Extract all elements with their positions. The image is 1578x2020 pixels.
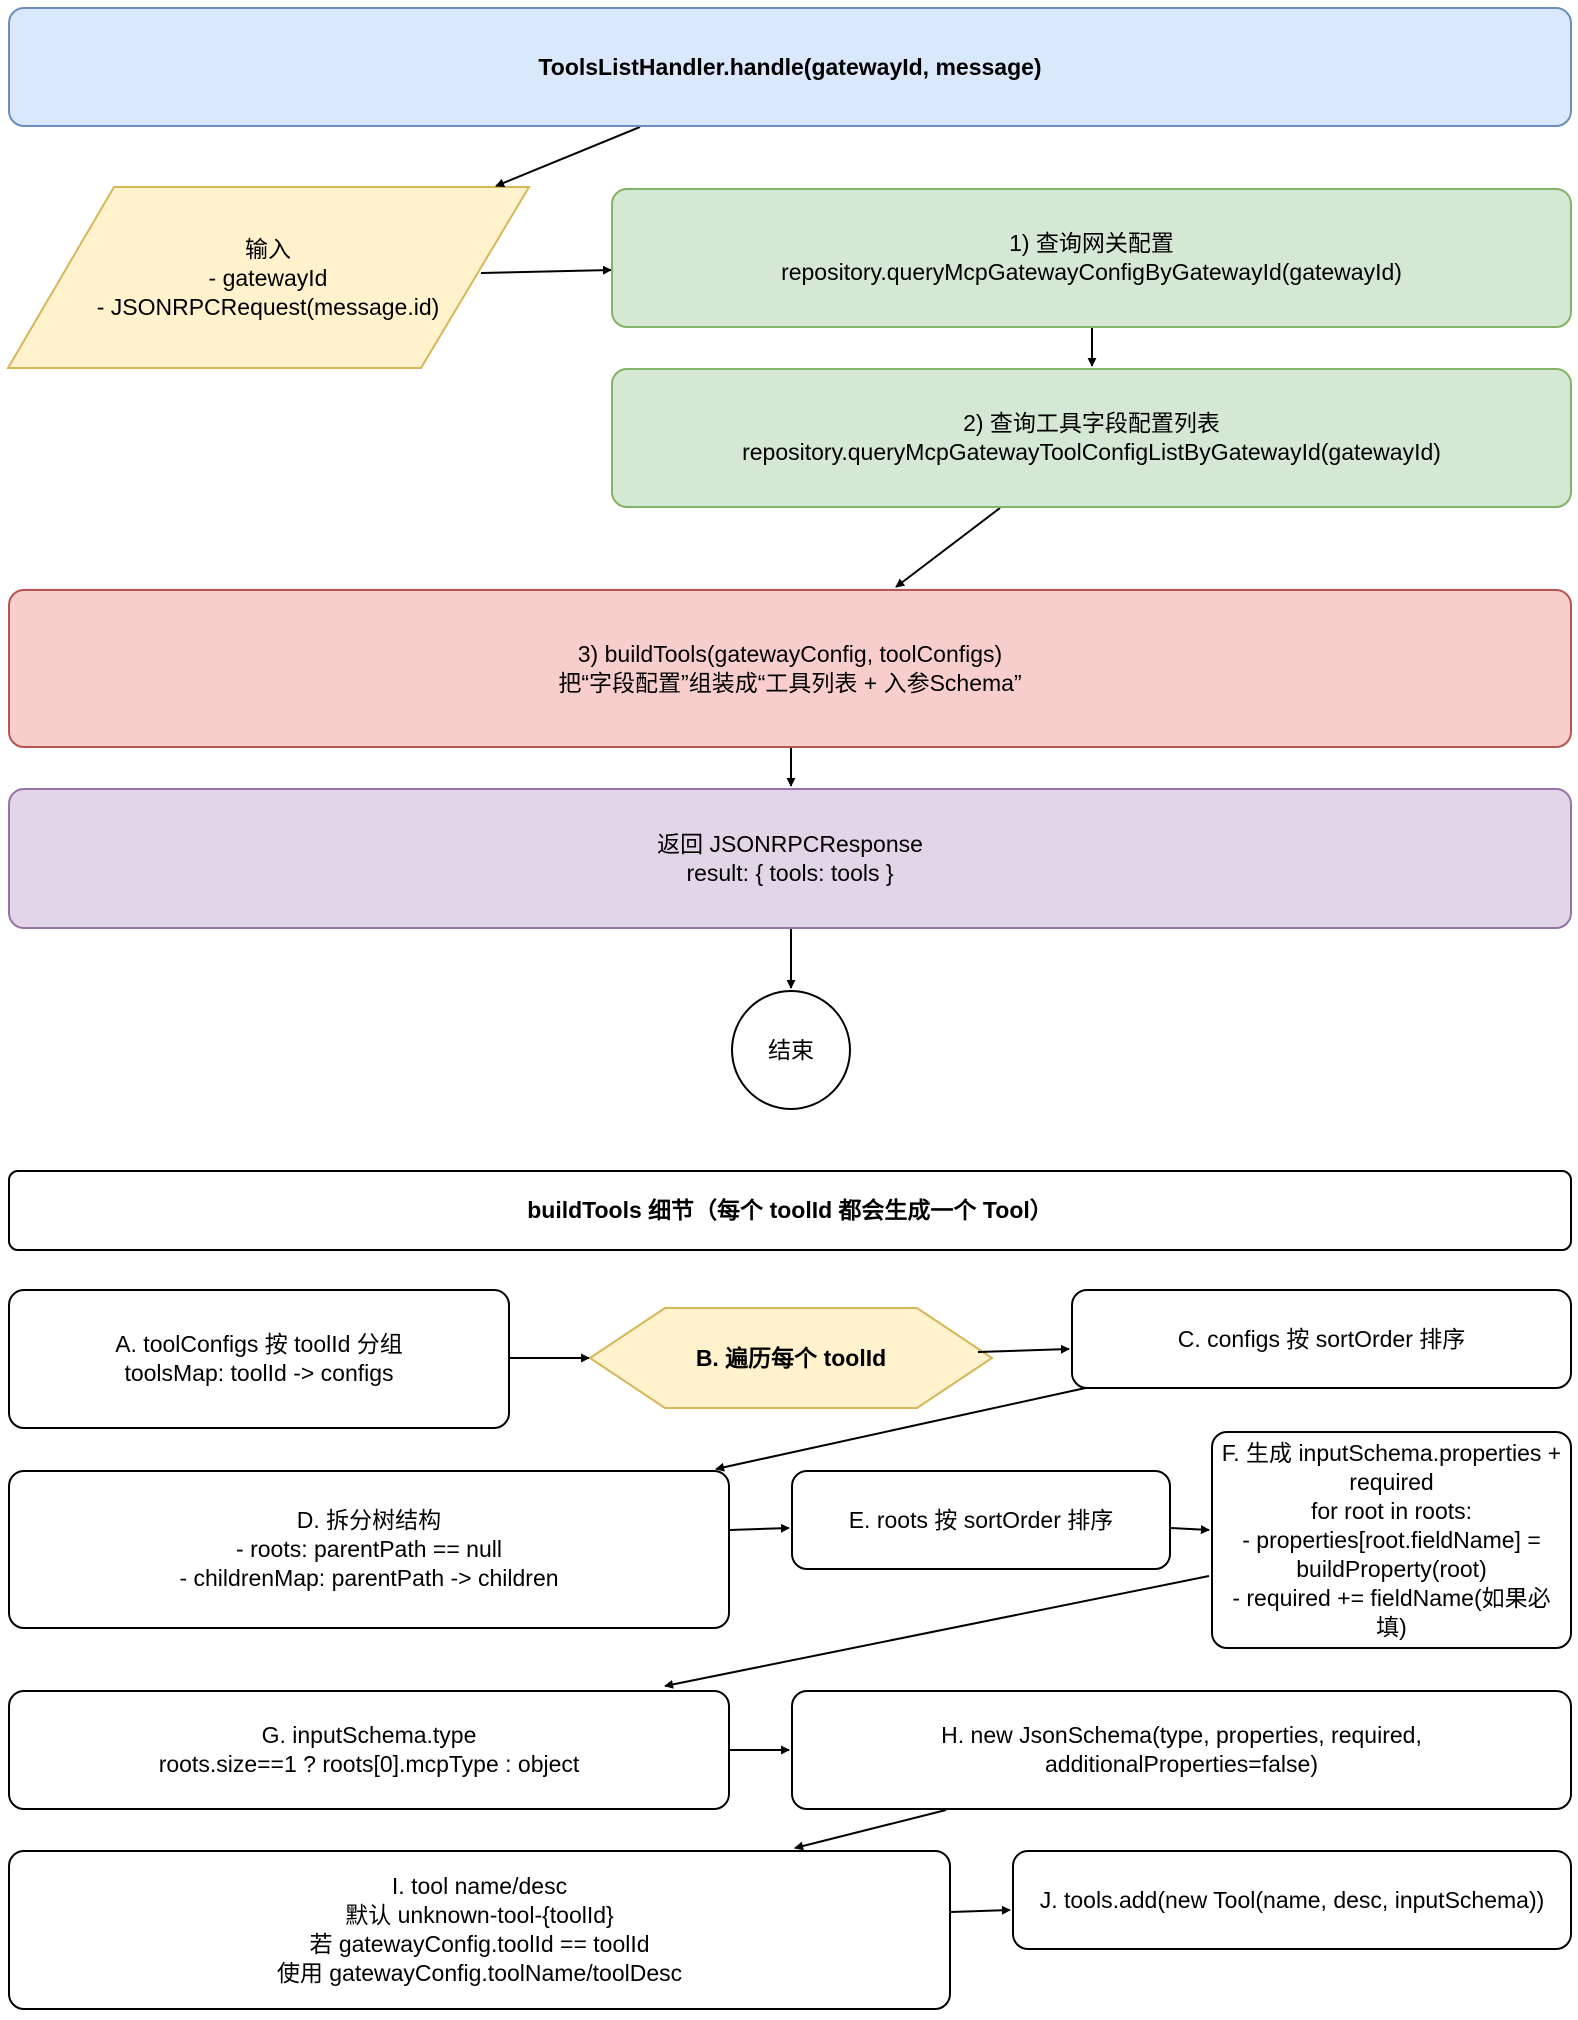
node-h-new-json-schema: H. new JsonSchema(type, properties, requ… xyxy=(791,1690,1572,1810)
node-e-line-1: E. roots 按 sortOrder 排序 xyxy=(848,1506,1114,1533)
node-f-generate-input-schema: F. 生成 inputSchema.properties + required … xyxy=(1211,1431,1572,1649)
node-f-line-2: required xyxy=(1349,1468,1434,1495)
step3-build-tools: 3) buildTools(gatewayConfig, toolConfigs… xyxy=(8,589,1572,748)
input-parallelogram xyxy=(6,186,531,369)
step3-line-1: 3) buildTools(gatewayConfig, toolConfigs… xyxy=(577,640,1003,667)
input-line-3: - JSONRPCRequest(message.id) xyxy=(96,293,440,320)
node-i-line-2: 默认 unknown-tool-{toolId} xyxy=(345,1902,614,1928)
end-node: 结束 xyxy=(731,990,851,1110)
node-h-line-2: additionalProperties=false) xyxy=(1045,1751,1318,1777)
node-f-line-7: 填) xyxy=(1376,1613,1407,1640)
arrow-e-to-f xyxy=(1170,1525,1210,1535)
input-node: 输入 - gatewayId - JSONRPCRequest(message.… xyxy=(60,190,476,366)
step1-line-1: 1) 查询网关配置 xyxy=(1009,230,1174,256)
response-line-2: result: { tools: tools } xyxy=(686,859,894,886)
node-d-split-tree: D. 拆分树结构 - roots: parentPath == null - c… xyxy=(8,1470,730,1629)
arrow-b-to-c xyxy=(977,1344,1070,1354)
node-b-label: B. 遍历每个 toolId xyxy=(695,1344,887,1371)
arrow-f-to-g xyxy=(664,1575,1210,1689)
node-i-line-1: I. tool name/desc xyxy=(391,1873,568,1899)
node-g-input-schema-type: G. inputSchema.type roots.size==1 ? root… xyxy=(8,1690,730,1810)
build-tools-detail-header: buildTools 细节（每个 toolId 都会生成一个 Tool） xyxy=(8,1170,1572,1251)
loop-hexagon xyxy=(588,1307,994,1409)
node-i-tool-name-desc: I. tool name/desc 默认 unknown-tool-{toolI… xyxy=(8,1850,951,2010)
node-g-line-1: G. inputSchema.type xyxy=(261,1722,477,1748)
node-c-sort-configs: C. configs 按 sortOrder 排序 xyxy=(1071,1289,1572,1389)
input-line-1: 输入 xyxy=(245,235,291,262)
end-label: 结束 xyxy=(768,1036,814,1063)
node-j-tools-add: J. tools.add(new Tool(name, desc, inputS… xyxy=(1012,1850,1572,1950)
node-g-line-2: roots.size==1 ? roots[0].mcpType : objec… xyxy=(158,1751,580,1777)
detail-title: buildTools 细节（每个 toolId 都会生成一个 Tool） xyxy=(527,1197,1053,1223)
step2-query-tool-config-list: 2) 查询工具字段配置列表 repository.queryMcpGateway… xyxy=(611,368,1572,508)
step2-line-2: repository.queryMcpGatewayToolConfigList… xyxy=(742,439,1441,465)
step2-line-1: 2) 查询工具字段配置列表 xyxy=(963,410,1220,436)
node-d-line-3: - childrenMap: parentPath -> children xyxy=(179,1565,559,1591)
node-d-line-1: D. 拆分树结构 xyxy=(296,1507,442,1533)
handler-header: ToolsListHandler.handle(gatewayId, messa… xyxy=(8,7,1572,127)
node-f-line-3: for root in roots: xyxy=(1310,1497,1473,1524)
node-j-line-1: J. tools.add(new Tool(name, desc, inputS… xyxy=(1039,1886,1545,1913)
return-response: 返回 JSONRPCResponse result: { tools: tool… xyxy=(8,788,1572,929)
arrow-h-to-i xyxy=(794,1809,947,1851)
step3-line-2: 把“字段配置”组装成“工具列表 + 入参Schema” xyxy=(558,669,1022,696)
step1-line-2: repository.queryMcpGatewayConfigByGatewa… xyxy=(781,259,1402,285)
node-i-line-3: 若 gatewayConfig.toolId == toolId xyxy=(309,1931,650,1957)
node-d-line-2: - roots: parentPath == null xyxy=(236,1536,502,1562)
node-i-line-4: 使用 gatewayConfig.toolName/toolDesc xyxy=(276,1960,683,1986)
arrow-step2-to-step3 xyxy=(895,507,1001,588)
response-line-1: 返回 JSONRPCResponse xyxy=(657,830,923,857)
arrow-d-to-e xyxy=(729,1523,790,1533)
input-line-2: - gatewayId xyxy=(208,264,328,291)
node-h-line-1: H. new JsonSchema(type, properties, requ… xyxy=(941,1722,1422,1748)
arrow-header-to-input xyxy=(495,126,641,188)
handler-title: ToolsListHandler.handle(gatewayId, messa… xyxy=(538,53,1042,80)
node-e-sort-roots: E. roots 按 sortOrder 排序 xyxy=(791,1470,1171,1570)
arrow-input-to-step1 xyxy=(480,265,612,275)
node-c-line-1: C. configs 按 sortOrder 排序 xyxy=(1177,1325,1466,1352)
node-a-line-2: toolsMap: toolId -> configs xyxy=(124,1360,394,1386)
step1-query-gateway-config: 1) 查询网关配置 repository.queryMcpGatewayConf… xyxy=(611,188,1572,328)
node-f-line-6: - required += fieldName(如果必 xyxy=(1232,1584,1551,1611)
node-b-iterate-toolid: B. 遍历每个 toolId xyxy=(620,1310,962,1406)
node-f-line-4: - properties[root.fieldName] = xyxy=(1242,1526,1541,1553)
arrow-i-to-j xyxy=(950,1905,1011,1915)
node-a-group-by-toolid: A. toolConfigs 按 toolId 分组 toolsMap: too… xyxy=(8,1289,510,1429)
node-f-line-1: F. 生成 inputSchema.properties + xyxy=(1221,1439,1562,1466)
node-a-line-1: A. toolConfigs 按 toolId 分组 xyxy=(115,1331,403,1357)
arrow-c-to-d xyxy=(715,1386,1091,1472)
node-f-line-5: buildProperty(root) xyxy=(1296,1555,1487,1582)
